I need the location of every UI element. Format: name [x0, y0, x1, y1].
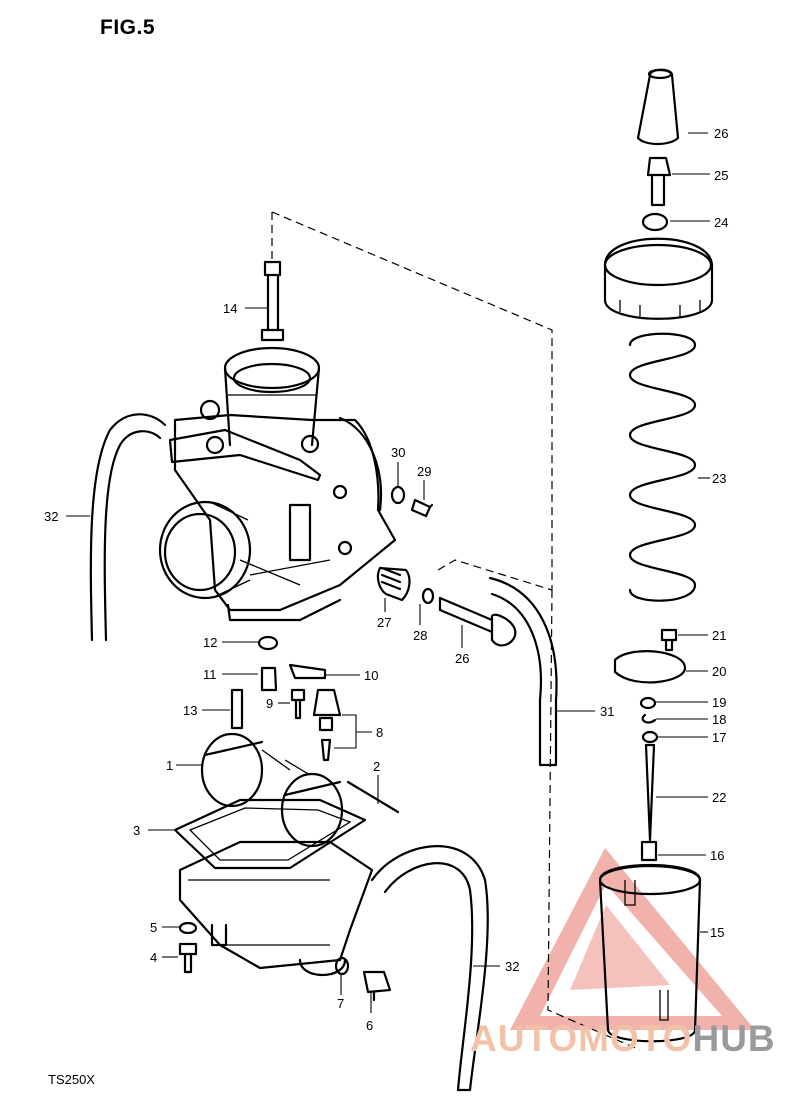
float-bowl-assembly — [173, 732, 374, 977]
spring-23 — [628, 332, 697, 602]
model-label: TS250X — [48, 1072, 95, 1087]
right-side-parts — [598, 68, 714, 1043]
callout-18: 18 — [712, 712, 726, 727]
callout-14: 14 — [223, 301, 237, 316]
callout-21: 21 — [712, 628, 726, 643]
callout-25: 25 — [714, 168, 728, 183]
hose-32-upper — [488, 576, 558, 767]
callout-30: 29 — [417, 464, 431, 479]
callout-16: 16 — [710, 848, 724, 863]
callout-20: 20 — [712, 664, 726, 679]
watermark-text-main: AUTOMOTO — [470, 1018, 693, 1059]
figure-title: FIG.5 — [100, 16, 156, 39]
watermark-text-hub: HUB — [692, 1018, 776, 1059]
callout-12: 12 — [203, 635, 217, 650]
assembly-dashed-line — [271, 211, 641, 1051]
callout-17: 17 — [712, 730, 726, 745]
callout-4: 4 — [150, 950, 157, 965]
callout-32-upper: 31 — [600, 704, 614, 719]
callout-19: 19 — [712, 695, 726, 710]
callout-13: 13 — [183, 703, 197, 718]
idle-screw-parts — [376, 485, 517, 647]
watermark-text: AUTOMOTOHUB — [470, 1018, 776, 1060]
callout-26: 26 — [714, 126, 728, 141]
carburetor-body — [158, 346, 397, 622]
callout-8: 8 — [376, 725, 383, 740]
watermark-logo — [510, 848, 755, 1030]
callout-2: 2 — [373, 759, 380, 774]
callout-7: 7 — [337, 996, 344, 1011]
hose-32-lower — [370, 845, 489, 1092]
callout-1: 1 — [166, 758, 173, 773]
callout-15: 15 — [710, 925, 724, 940]
callout-3: 3 — [133, 823, 140, 838]
hose-35 — [89, 413, 167, 642]
callout-24: 24 — [714, 215, 728, 230]
callout-numbers: 26 25 24 23 21 20 19 18 17 22 16 15 31 3… — [44, 126, 728, 1033]
callout-32-lower: 32 — [505, 959, 519, 974]
callout-28: 27 — [377, 615, 391, 630]
callout-11: 11 — [203, 667, 217, 682]
callout-35: 32 — [44, 509, 58, 524]
callout-31: 30 — [391, 445, 405, 460]
leader-lines — [66, 132, 710, 1013]
small-parts — [178, 260, 400, 1002]
callout-5: 5 — [150, 920, 157, 935]
callout-22: 22 — [712, 790, 726, 805]
callout-29: 28 — [413, 628, 427, 643]
callout-9: 9 — [266, 696, 273, 711]
callout-6: 6 — [366, 1018, 373, 1033]
callout-23: 23 — [712, 471, 726, 486]
callout-27: 26 — [455, 651, 469, 666]
callout-10: 10 — [364, 668, 378, 683]
